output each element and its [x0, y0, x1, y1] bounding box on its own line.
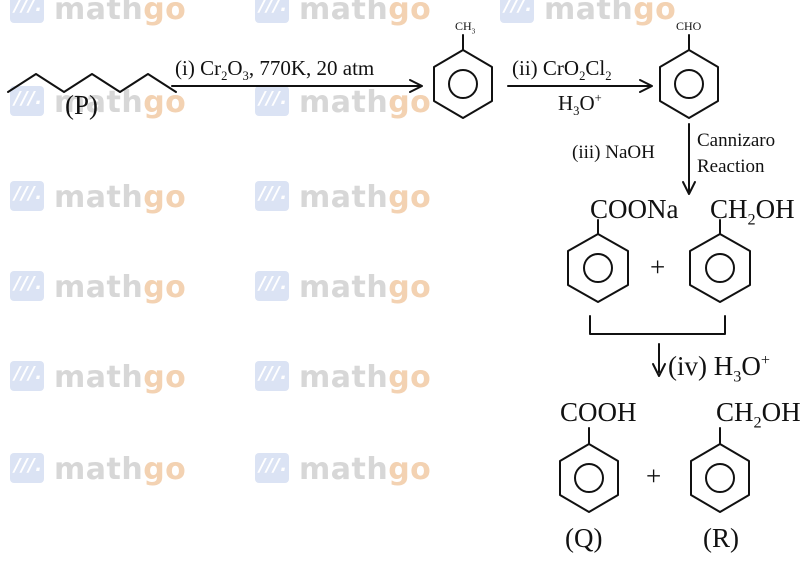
- sodium-benzoate-ring: [567, 233, 629, 303]
- step-2-reagent: (ii) CrO2Cl2: [512, 56, 612, 84]
- benzaldehyde-group-label: CHO: [676, 19, 702, 33]
- benzyl-alcohol-group-label-1: CH2OH: [710, 194, 795, 229]
- watermark-logo-icon: [10, 453, 44, 483]
- benzyl-alcohol-ring-2: [690, 443, 750, 513]
- step-4-reagent: (iv) H3O+: [668, 351, 770, 386]
- watermark-logo-icon: [10, 361, 44, 391]
- arrow-step-1-head: [409, 79, 423, 93]
- compound-label-r: (R): [703, 523, 739, 553]
- watermark-logo-icon: [255, 361, 289, 391]
- watermark: mathgo: [255, 85, 431, 120]
- step-3-name-line-1: Cannizaro: [697, 130, 776, 151]
- watermark-logo-icon: [10, 271, 44, 301]
- arrow-step-3-head: [682, 181, 696, 195]
- bracket: [589, 315, 726, 335]
- benzoic-acid-ring: [559, 443, 619, 513]
- benzoic-acid-group-label: COOH: [560, 397, 637, 427]
- toluene-ring: [433, 49, 493, 119]
- watermark-logo-icon: [255, 181, 289, 211]
- watermark-logo-icon: [500, 0, 534, 23]
- watermark: mathgo: [255, 0, 431, 27]
- benzoic-acid-ring-circle: [574, 463, 604, 493]
- watermark-logo-icon: [255, 0, 289, 23]
- step-3-reagent: (iii) NaOH: [572, 142, 655, 163]
- watermark: mathgo: [255, 452, 431, 487]
- watermark: mathgo: [255, 360, 431, 395]
- watermark: mathgo: [10, 452, 186, 487]
- watermark: mathgo: [10, 180, 186, 215]
- watermark-logo-icon: [255, 86, 289, 116]
- heptane-zigzag: [7, 73, 177, 93]
- benzaldehyde-ring-circle: [674, 69, 704, 99]
- benzyl-alcohol-ring-1-circle: [705, 253, 735, 283]
- step-3-name-line-2: Reaction: [697, 156, 765, 177]
- plus-sign-1: +: [650, 252, 666, 282]
- toluene-group-label: CH3: [455, 19, 476, 36]
- toluene-ring-circle: [448, 69, 478, 99]
- benzaldehyde-ring: [659, 49, 719, 119]
- step-1-reagent: (i) Cr2O3, 770K, 20 atm: [175, 56, 375, 84]
- watermark-logo-icon: [10, 0, 44, 23]
- arrow-step-2-head: [639, 79, 653, 93]
- benzyl-alcohol-ring-2-circle: [705, 463, 735, 493]
- watermark: mathgo: [255, 180, 431, 215]
- watermark-logo-icon: [10, 86, 44, 116]
- watermark: mathgo: [500, 0, 676, 27]
- compound-label-q: (Q): [565, 523, 603, 553]
- watermark-logo-icon: [255, 453, 289, 483]
- watermark: mathgo: [10, 360, 186, 395]
- benzyl-alcohol-group-label-2: CH2OH: [716, 397, 801, 432]
- compound-label-p: (P): [65, 90, 98, 120]
- plus-sign-2: +: [646, 461, 662, 491]
- sodium-benzoate-ring-circle: [583, 253, 613, 283]
- watermark-logo-icon: [10, 181, 44, 211]
- watermark: mathgo: [10, 270, 186, 305]
- watermark-logo-icon: [255, 271, 289, 301]
- benzyl-alcohol-ring-1: [689, 233, 751, 303]
- step-2-acid: H3O+: [558, 91, 602, 119]
- watermark: mathgo: [255, 270, 431, 305]
- sodium-benzoate-group-label: COONa: [590, 194, 679, 224]
- watermark: mathgo: [10, 0, 186, 27]
- arrow-step-4-head: [652, 363, 666, 377]
- watermark: mathgo: [10, 85, 186, 120]
